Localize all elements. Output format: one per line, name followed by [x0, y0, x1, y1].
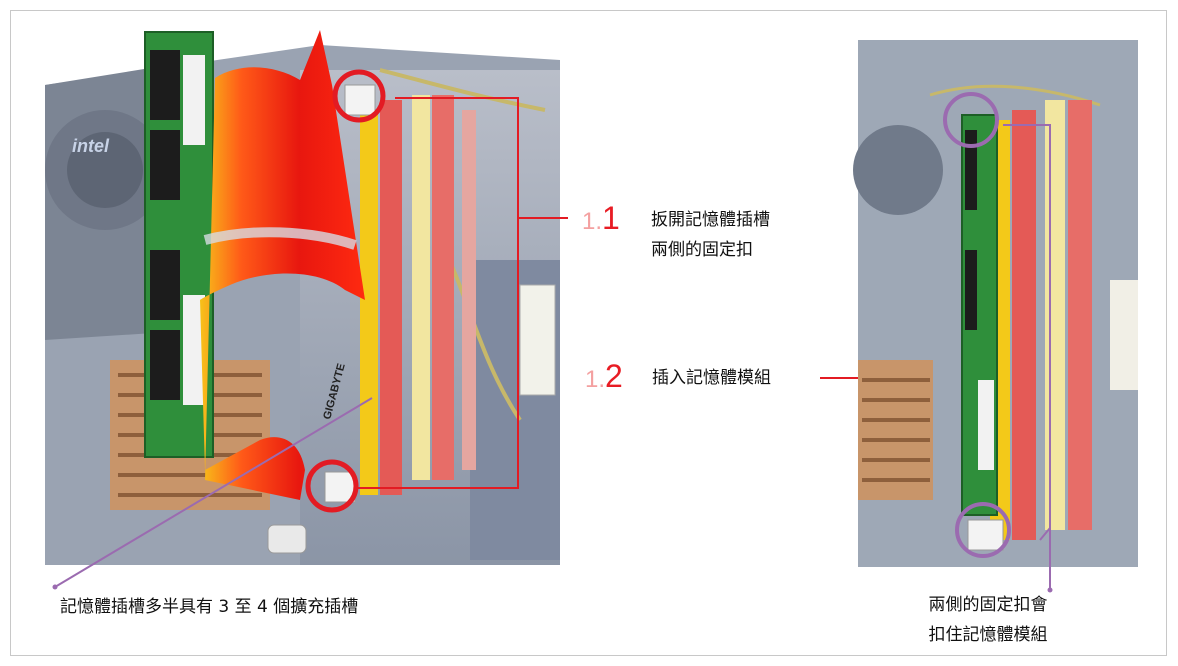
slot-clip-bottom — [324, 471, 356, 503]
dimm-slot-1 — [360, 110, 378, 495]
intel-logo: intel — [72, 136, 110, 156]
left-motherboard-photo: intel GIGABYTE — [45, 30, 875, 590]
clip-circle-icon — [943, 92, 999, 148]
step-1-1-caption: 扳開記憶體插槽 兩側的固定扣 — [651, 210, 770, 260]
dimm-slot-2 — [380, 100, 402, 495]
step-number-1-1: 1.1 — [582, 200, 620, 236]
clip-circle-icon — [305, 459, 359, 513]
clip-circle-icon — [955, 502, 1011, 558]
diagram-frame — [10, 10, 1167, 656]
slot-highlight-frame — [355, 97, 519, 489]
dimm-slot-3 — [412, 95, 430, 480]
insertion-arrow-icon — [200, 30, 365, 500]
step-number-1-2: 1.2 — [585, 358, 623, 394]
step-1-2-caption: 插入記憶體模組 — [652, 368, 771, 388]
clip-circle-icon — [332, 69, 386, 123]
power-connector — [519, 284, 556, 396]
right-motherboard-photo — [853, 40, 1138, 593]
slot-clip-top — [344, 84, 376, 116]
clips-note-caption: 兩側的固定扣會 扣住記憶體模組 — [928, 595, 1048, 645]
slots-note-caption: 記憶體插槽多半具有 3 至 4 個擴充插槽 — [60, 597, 359, 617]
dimm-slot-4 — [432, 95, 454, 480]
